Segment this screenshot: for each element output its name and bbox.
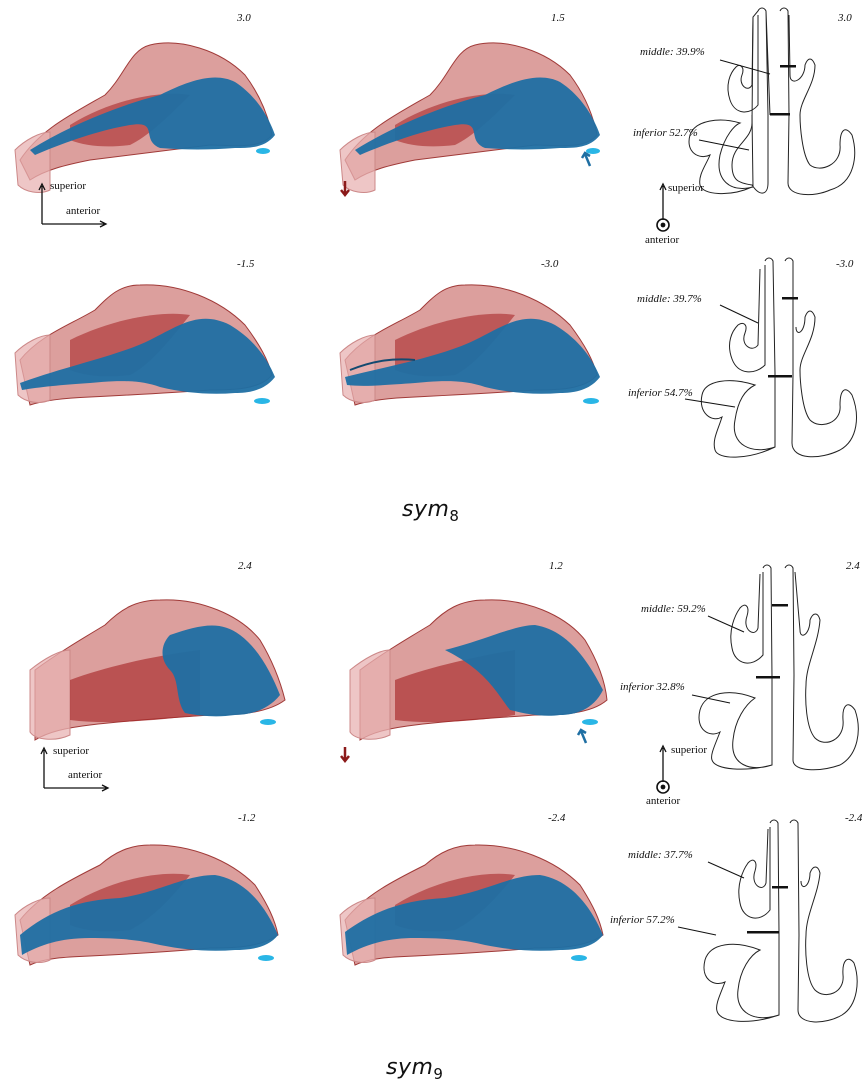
nasal-model-sym9-top-left <box>10 570 290 750</box>
axis-label-anterior: anterior <box>66 205 100 217</box>
leader-line-1 <box>718 58 778 78</box>
nasal-model-sym8-bot-left <box>10 265 280 425</box>
leader-line-3 <box>718 303 768 328</box>
axis-label-anterior-2: anterior <box>68 769 102 781</box>
nasal-model-sym9-top-mid <box>335 570 610 750</box>
leader-line-8 <box>676 925 726 945</box>
leader-line-2 <box>697 138 757 158</box>
orient-label-superior: superior <box>668 182 704 194</box>
nasal-model-sym9-bot-mid <box>335 820 610 980</box>
leader-line-4 <box>683 397 743 417</box>
annot-sym9-bot-middle: middle: 37.7% <box>628 849 693 861</box>
nasal-model-sym9-bot-left <box>10 820 290 980</box>
nasal-model-sym8-top-mid <box>335 20 610 220</box>
orient-label-superior-2: superior <box>671 744 707 756</box>
axis-label-superior-2: superior <box>53 745 89 757</box>
cross-section-sym8-bot <box>620 255 862 470</box>
annot-sym9-top-middle: middle: 59.2% <box>641 603 706 615</box>
red-down-arrow <box>339 180 351 198</box>
axis-label-superior: superior <box>50 180 86 192</box>
annot-sym9-bot-inferior: inferior 57.2% <box>610 914 675 926</box>
figure-label-sym8: sym8 <box>402 497 459 525</box>
leader-line-5 <box>706 614 756 639</box>
annot-sym8-top-middle: middle: 39.9% <box>640 46 705 58</box>
red-down-arrow-2 <box>339 746 351 764</box>
blue-up-arrow-2 <box>576 727 590 745</box>
orient-label-anterior-2: anterior <box>646 795 680 807</box>
leader-line-6 <box>690 693 740 713</box>
leader-line-7 <box>706 860 756 885</box>
annot-sym9-top-inferior: inferior 32.8% <box>620 681 685 693</box>
blue-up-arrow <box>580 150 594 168</box>
annot-sym8-bot-middle: middle: 39.7% <box>637 293 702 305</box>
orient-label-anterior: anterior <box>645 234 679 246</box>
annot-sym8-top-inferior: inferior 52.7% <box>633 127 698 139</box>
nasal-model-sym8-bot-mid <box>335 265 610 425</box>
figure-label-sym9: sym9 <box>386 1055 443 1083</box>
